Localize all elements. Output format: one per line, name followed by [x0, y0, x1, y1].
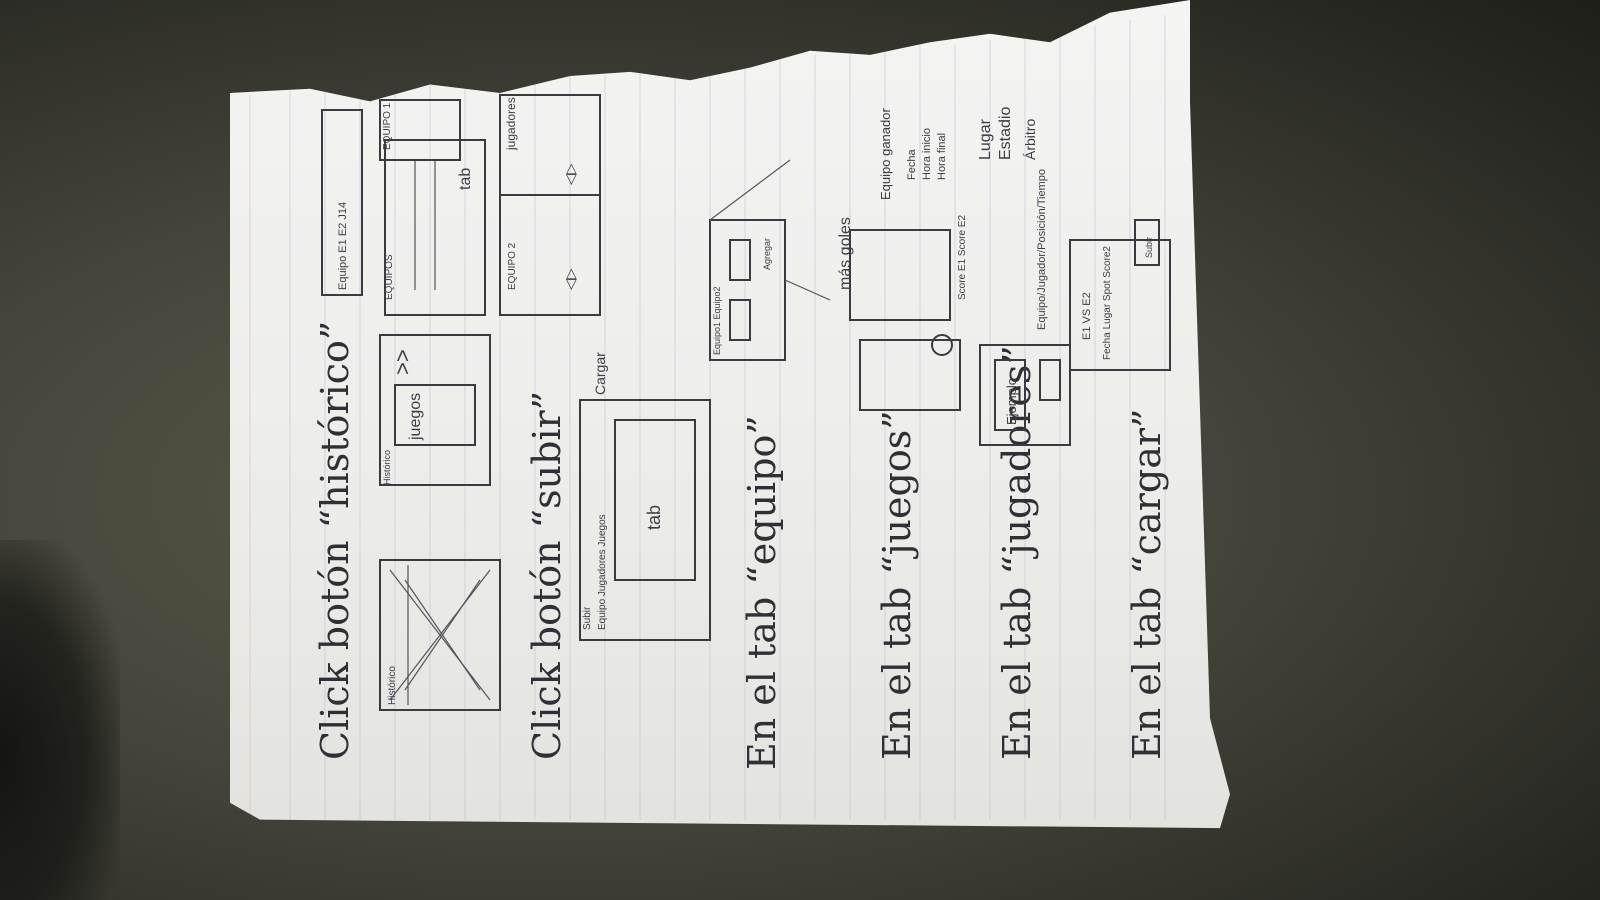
sketch-canvas: Click botón “histórico” Click botón “sub…	[249, 15, 1171, 820]
spinner-1: ◁▷	[562, 163, 578, 185]
subir-btn-label: Subir	[1144, 237, 1154, 258]
hora-final-label: Hora final	[936, 133, 948, 180]
juegos-label: juegos	[407, 393, 424, 441]
header-row-sketch: Equipo E1 E2 J14	[321, 109, 363, 296]
equipo-columns-sketch: EQUIPO 1 jugadores EQUIPO 2 ◁▷ ◁▷	[379, 94, 601, 316]
historico-small-label: Histórico	[382, 450, 392, 485]
e1-vs-e2-label: E1 VS E2	[1081, 292, 1093, 340]
equipo-tab-sketch: Equipo1 Equipo2 Agregar	[709, 159, 831, 361]
mas-goles-label: más goles	[837, 217, 854, 290]
ejemplo-label: Ejemplo	[1004, 378, 1019, 425]
table-shadow	[0, 540, 120, 900]
note-equipo: En el tab “equipo”	[740, 415, 784, 770]
equipo-row-label: Equipo1 Equipo2	[712, 286, 722, 355]
juegos-tab-sketch: más goles Equipo ganador Fecha Hora inic…	[837, 107, 1038, 411]
fecha-lugar-label: Fecha Lugar Spot Score2	[1102, 246, 1113, 360]
equipo1-label: EQUIPO 1	[382, 102, 393, 150]
cargar-tab-sketch: E1 VS E2 Fecha Lugar Spot Score2 Subir	[1069, 219, 1171, 371]
jugadores-label: jugadores	[504, 97, 518, 151]
lugar-label: Lugar	[977, 118, 994, 160]
notebook-page: Click botón “histórico” Click botón “sub…	[230, 0, 1230, 829]
note-jugadores: En el tab “jugadores”	[995, 345, 1039, 760]
tab-label: tab	[457, 168, 474, 190]
arbitro-label: Árbitro	[1022, 119, 1038, 160]
equipos-sketch: juegos >> Histórico EQUIPOS tab	[379, 139, 491, 486]
estadio-label: Estadio	[997, 107, 1014, 160]
spinner-2: ◁▷	[562, 268, 578, 290]
equipo-jugador-label: Equipo/Jugador/Posición/Tiempo	[1036, 169, 1048, 330]
header-row-label: Equipo E1 E2 J14	[337, 202, 349, 290]
equipos-label: EQUIPOS	[384, 254, 395, 300]
subir-box-label: Subir	[582, 606, 593, 630]
hora-inicio-label: Hora inicio	[921, 128, 933, 180]
subir-tabs-label: Equipo Jugadores Juegos	[597, 514, 608, 630]
equipo-ganador-label: Equipo ganador	[878, 108, 893, 200]
subir-tab-label: tab	[644, 505, 664, 530]
note-juegos: En el tab “juegos”	[875, 410, 919, 760]
arrow-symbol: >>	[390, 349, 415, 375]
jugadores-tab-sketch: Ejemplo Equipo/Jugador/Posición/Tiempo	[979, 169, 1071, 446]
fecha-label: Fecha	[906, 149, 918, 180]
note-historico: Click botón “histórico”	[313, 321, 357, 760]
score-label: Score E1 Score E2	[957, 215, 968, 300]
historico-box-label: Histórico	[387, 666, 398, 705]
note-subir: Click botón “subir”	[525, 391, 569, 760]
historico-sketch: Histórico	[379, 559, 501, 711]
equipo2-label: EQUIPO 2	[507, 242, 518, 290]
agregar-label: Agregar	[762, 238, 772, 270]
note-cargar: En el tab “cargar”	[1125, 409, 1169, 760]
subir-sketch: Subir Equipo Jugadores Juegos tab Cargar	[579, 352, 711, 641]
cargar-label: Cargar	[592, 352, 608, 395]
